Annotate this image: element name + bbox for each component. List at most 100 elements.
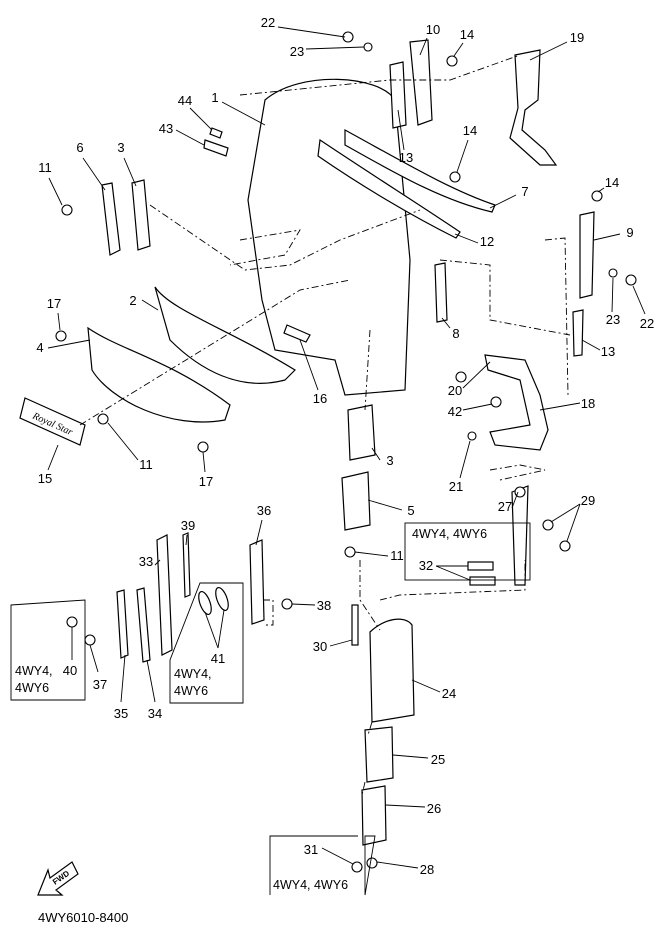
callout: 23 xyxy=(606,312,620,327)
callout: 20 xyxy=(448,383,462,398)
panel-33 xyxy=(156,534,173,656)
callout: 33 xyxy=(139,554,153,569)
callout: 11 xyxy=(390,548,404,563)
strip-7 xyxy=(344,128,496,213)
callout: 16 xyxy=(313,391,327,406)
forward-arrow-icon: FWD xyxy=(37,861,79,896)
callout: 14 xyxy=(605,175,619,190)
bracket-13-right xyxy=(572,309,584,357)
callout: 19 xyxy=(570,30,584,45)
callout: 22 xyxy=(640,316,654,331)
callout: 18 xyxy=(581,396,595,411)
svg-text:4WY6: 4WY6 xyxy=(15,681,49,695)
pad-6 xyxy=(101,182,121,256)
plate-25 xyxy=(364,726,394,783)
callout: 3 xyxy=(117,140,124,155)
pad-5 xyxy=(341,471,371,531)
callout: 12 xyxy=(480,234,494,249)
callout: 14 xyxy=(463,123,477,138)
callout: 7 xyxy=(521,184,528,199)
panel-34 xyxy=(136,587,151,663)
callout: 17 xyxy=(199,474,213,489)
callout: 14 xyxy=(460,27,474,42)
callout: 31 xyxy=(304,842,318,857)
plate-26 xyxy=(361,785,387,846)
svg-text:4WY6: 4WY6 xyxy=(174,684,208,698)
callout: 29 xyxy=(581,493,595,508)
callout: 43 xyxy=(159,121,173,136)
callout: 22 xyxy=(261,15,275,30)
pad-44 xyxy=(209,127,223,139)
assembly-lines xyxy=(79,54,571,796)
panel-35 xyxy=(116,589,129,659)
callout-labels: 22 23 10 14 19 44 1 43 13 14 6 3 11 7 12… xyxy=(36,15,654,877)
lower-panel-24 xyxy=(369,618,415,723)
variant-box-left: 4WY4, 4WY6 xyxy=(10,599,86,701)
callout: 32 xyxy=(419,558,433,573)
callout: 6 xyxy=(76,140,83,155)
pad-16 xyxy=(283,324,311,343)
strip-39 xyxy=(182,532,191,598)
pad-43 xyxy=(203,139,229,157)
strip-12 xyxy=(317,138,461,239)
bracket-19 xyxy=(509,49,558,166)
callout: 10 xyxy=(426,22,440,37)
variant-box-bottom: 4WY4, 4WY6 xyxy=(269,835,376,896)
pad-3 xyxy=(347,404,376,461)
callout: 1 xyxy=(211,90,218,105)
bracket-13-top xyxy=(389,61,407,129)
royal-star-emblem: Royal Star xyxy=(19,397,86,446)
pad-41a xyxy=(198,590,212,616)
callout: 38 xyxy=(317,598,331,613)
callout: 36 xyxy=(257,503,271,518)
callout: 13 xyxy=(601,344,615,359)
variant-box-top: 4WY4, 4WY6 xyxy=(404,522,531,581)
callout: 11 xyxy=(139,457,153,472)
callout: 26 xyxy=(427,801,441,816)
svg-text:4WY4,: 4WY4, xyxy=(15,664,53,678)
callout: 5 xyxy=(407,503,414,518)
callout: 39 xyxy=(181,518,195,533)
callout: 15 xyxy=(38,471,52,486)
callout: 23 xyxy=(290,44,304,59)
pad-3-top xyxy=(131,179,151,251)
svg-text:4WY4, 4WY6: 4WY4, 4WY6 xyxy=(412,527,487,541)
callout: 34 xyxy=(148,706,162,721)
leader-lines xyxy=(47,26,646,869)
windshield xyxy=(247,78,411,396)
bracket-8 xyxy=(434,262,448,323)
callout: 44 xyxy=(178,93,192,108)
callout: 37 xyxy=(93,677,107,692)
callout: 9 xyxy=(626,225,633,240)
callout: 25 xyxy=(431,752,445,767)
bolts xyxy=(55,31,637,873)
callout: 8 xyxy=(452,326,459,341)
strip-30 xyxy=(351,604,359,646)
callout: 21 xyxy=(449,479,463,494)
svg-text:4WY4,: 4WY4, xyxy=(174,667,212,681)
callout: 17 xyxy=(47,296,61,311)
callout: 40 xyxy=(63,663,77,678)
callout: 13 xyxy=(399,150,413,165)
variant-box-middle: 4WY4, 4WY6 xyxy=(169,582,244,704)
callout: 42 xyxy=(448,404,462,419)
deflector-2 xyxy=(154,286,296,384)
callout: 4 xyxy=(36,340,43,355)
callout: 41 xyxy=(211,651,225,666)
callout: 2 xyxy=(129,293,136,308)
callout: 27 xyxy=(498,499,512,514)
bracket-36 xyxy=(249,539,265,625)
bracket-18 xyxy=(484,354,549,451)
callout: 35 xyxy=(114,706,128,721)
bracket-9 xyxy=(579,211,595,299)
plate-32b xyxy=(469,576,496,586)
callout: 24 xyxy=(442,686,456,701)
bracket-10 xyxy=(409,39,433,126)
callout: 3 xyxy=(386,453,393,468)
svg-text:4WY4, 4WY6: 4WY4, 4WY6 xyxy=(273,878,348,892)
callout: 28 xyxy=(420,862,434,877)
plate-32a xyxy=(467,561,494,571)
diagram-code: 4WY6010-8400 xyxy=(38,910,128,925)
callout: 30 xyxy=(313,639,327,654)
